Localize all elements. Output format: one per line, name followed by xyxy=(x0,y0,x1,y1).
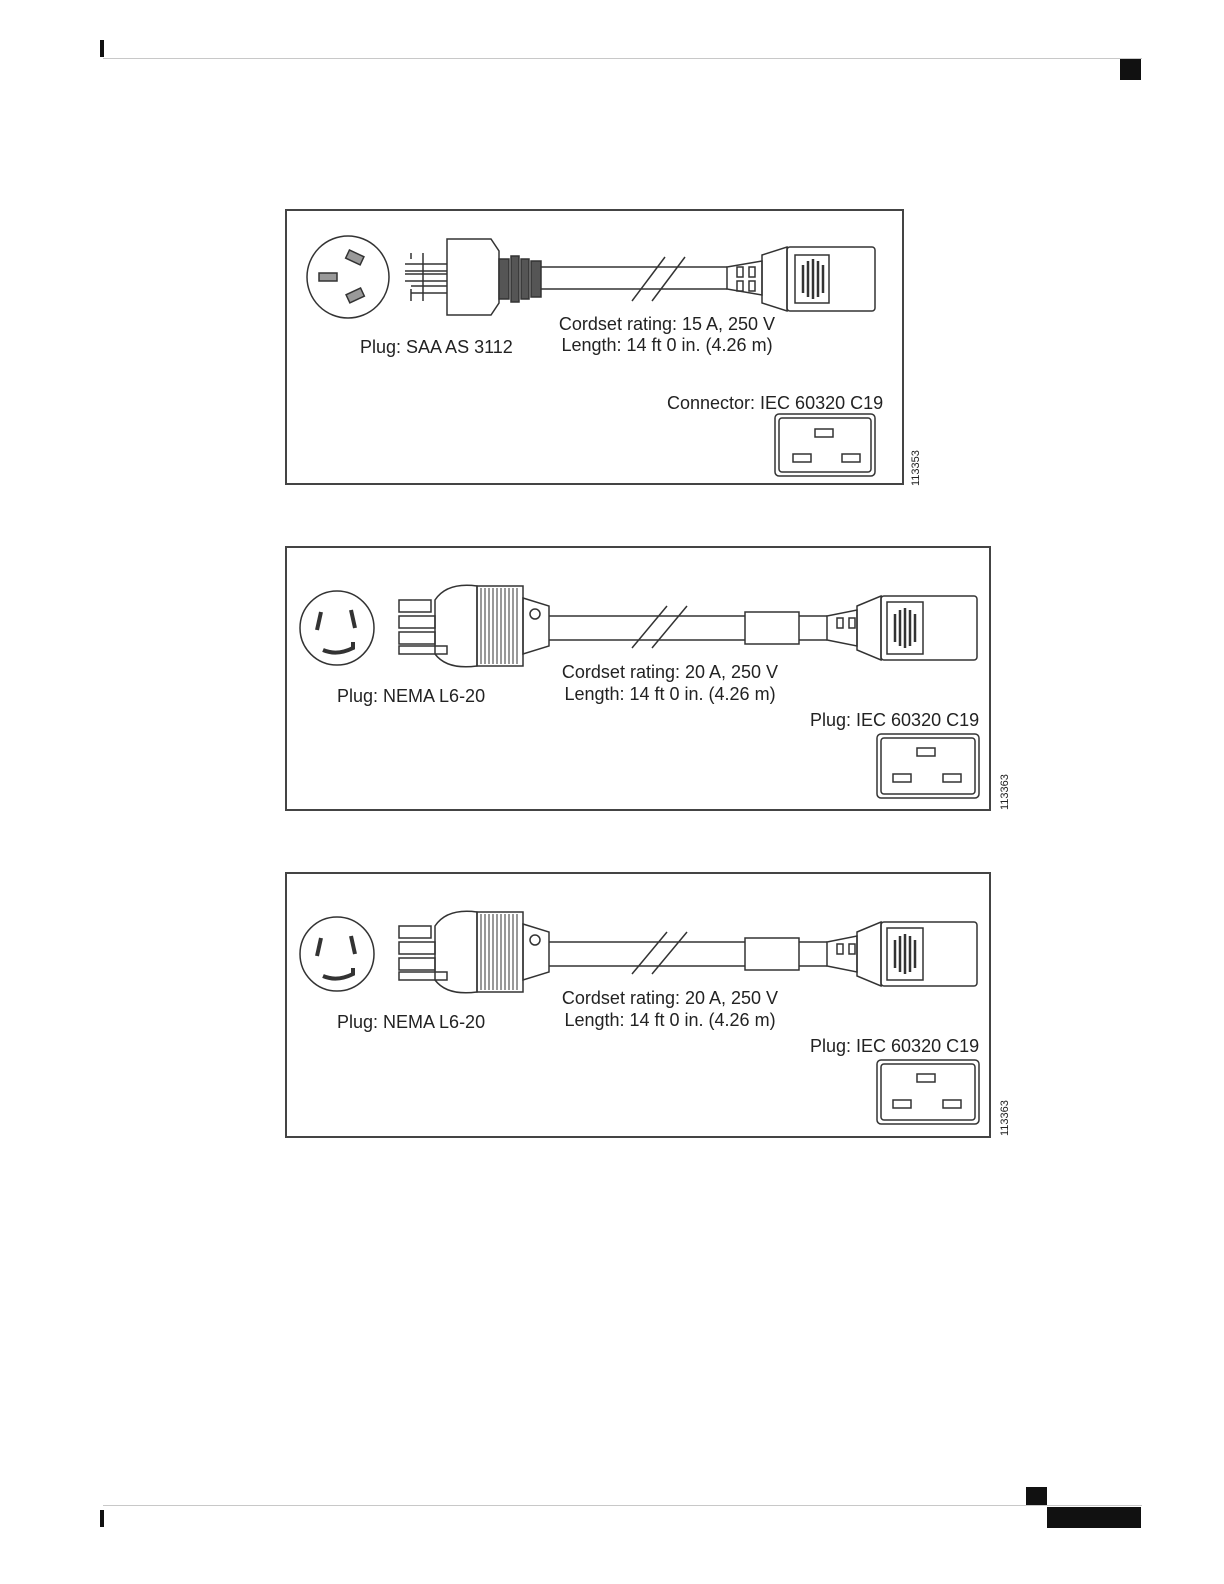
power-cord-figure-saa: Plug: SAA AS 3112 Cordset rating: 15 A, … xyxy=(285,209,922,486)
power-cord-figure-nema-1: Plug: NEMA L6-20 Cordset rating: 20 A, 2… xyxy=(285,546,1011,811)
footer-page-number-bar xyxy=(1047,1507,1141,1528)
cordset-rating: Cordset rating: 15 A, 250 V xyxy=(558,314,776,334)
connector-label: Plug: IEC 60320 C19 xyxy=(810,710,980,730)
cordset-rating: Cordset rating: 20 A, 250 V xyxy=(561,662,779,682)
plug-face-icon xyxy=(299,590,375,666)
header-marker xyxy=(100,40,104,57)
header-page-tab xyxy=(1120,59,1141,80)
cord-length: Length: 14 ft 0 in. (4.26 m) xyxy=(564,1010,776,1030)
plug-face-icon xyxy=(299,916,375,992)
connector-label: Connector: IEC 60320 C19 xyxy=(667,393,884,413)
plug-label: Plug: SAA AS 3112 xyxy=(360,337,513,357)
cord-length: Length: 14 ft 0 in. (4.26 m) xyxy=(564,684,776,704)
footer-marker xyxy=(100,1510,104,1527)
power-cord-figure-nema-2: Plug: NEMA L6-20 Cordset rating: 20 A, 2… xyxy=(285,872,1011,1138)
figure-id: 113363 xyxy=(999,774,1011,810)
cord-length: Length: 14 ft 0 in. (4.26 m) xyxy=(561,335,773,355)
power-cord-illustration xyxy=(306,235,876,477)
figure-id: 113353 xyxy=(910,450,922,486)
figure-id: 113363 xyxy=(999,1100,1011,1136)
c19-connector-face-icon xyxy=(774,413,876,477)
footer-page-tab xyxy=(1026,1487,1047,1505)
cordset-rating: Cordset rating: 20 A, 250 V xyxy=(561,988,779,1008)
header-rule xyxy=(103,58,1142,59)
power-cord-illustration xyxy=(299,584,980,799)
power-cord-illustration xyxy=(299,910,980,1125)
footer-rule xyxy=(103,1505,1142,1506)
plug-face-icon xyxy=(306,235,390,319)
connector-label: Plug: IEC 60320 C19 xyxy=(810,1036,980,1056)
c19-connector-face-icon xyxy=(876,1059,980,1125)
plug-label: Plug: NEMA L6-20 xyxy=(337,1012,486,1032)
plug-label: Plug: NEMA L6-20 xyxy=(337,686,486,706)
c19-connector-face-icon xyxy=(876,733,980,799)
